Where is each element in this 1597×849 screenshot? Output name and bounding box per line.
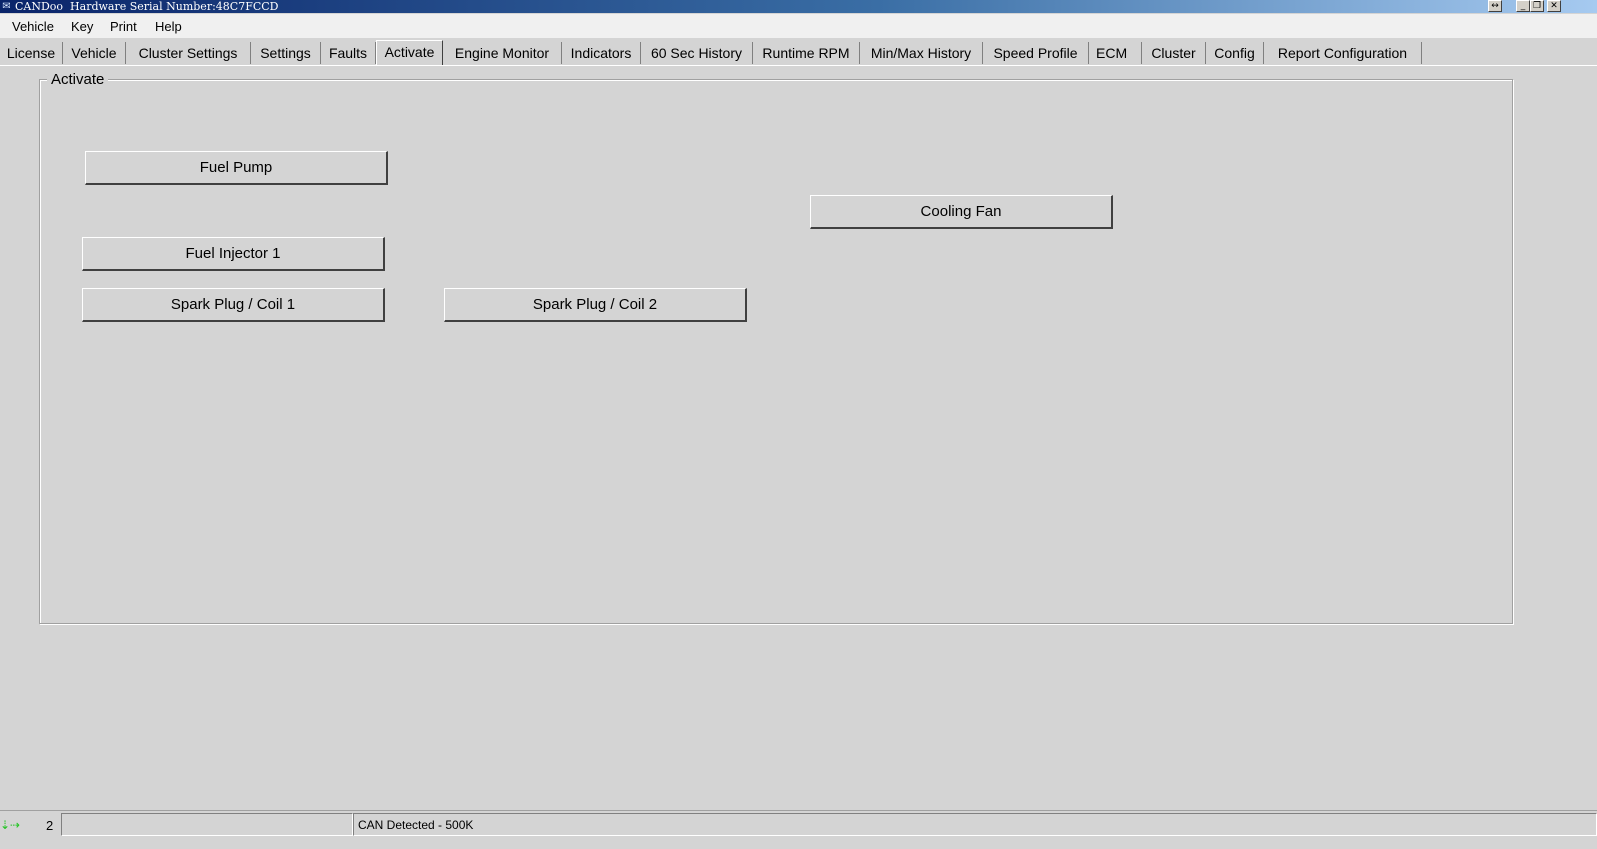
window-title: CANDoo Hardware Serial Number:48C7FCCD — [15, 0, 279, 13]
tab-indicators[interactable]: Indicators — [562, 42, 641, 64]
tab-bar: License Vehicle Cluster Settings Setting… — [0, 40, 1597, 66]
tab-min-max-history[interactable]: Min/Max History — [860, 42, 983, 64]
tab-runtime-rpm[interactable]: Runtime RPM — [753, 42, 860, 64]
tab-ecm[interactable]: ECM — [1089, 42, 1142, 64]
usb-connection-icon: ⇣⇢ — [0, 818, 21, 832]
fuel-injector-1-button[interactable]: Fuel Injector 1 — [82, 237, 385, 271]
tab-report-configuration[interactable]: Report Configuration — [1264, 42, 1422, 64]
fuel-pump-button[interactable]: Fuel Pump — [85, 151, 388, 185]
maximize-button[interactable]: ❐ — [1530, 0, 1544, 12]
tab-activate[interactable]: Activate — [376, 40, 443, 65]
cooling-fan-button[interactable]: Cooling Fan — [810, 195, 1113, 229]
resize-arrows-button[interactable]: ↔ — [1488, 0, 1502, 12]
tab-60-sec-history[interactable]: 60 Sec History — [641, 42, 753, 64]
tab-cluster[interactable]: Cluster — [1142, 42, 1206, 64]
title-bar[interactable]: ✉ CANDoo Hardware Serial Number:48C7FCCD… — [0, 0, 1597, 13]
spark-plug-coil-2-button[interactable]: Spark Plug / Coil 2 — [444, 288, 747, 322]
activate-groupbox — [39, 79, 1513, 624]
close-button[interactable]: ✕ — [1547, 0, 1561, 12]
menu-help[interactable]: Help — [155, 19, 182, 34]
tab-faults[interactable]: Faults — [321, 42, 376, 64]
minimize-button[interactable]: _ — [1516, 0, 1530, 12]
status-count: 2 — [46, 818, 54, 833]
spark-plug-coil-1-button[interactable]: Spark Plug / Coil 1 — [82, 288, 385, 322]
tab-cluster-settings[interactable]: Cluster Settings — [126, 42, 251, 64]
app-icon: ✉ — [2, 1, 11, 12]
menu-print[interactable]: Print — [110, 19, 137, 34]
tab-engine-monitor[interactable]: Engine Monitor — [443, 42, 562, 64]
tab-vehicle[interactable]: Vehicle — [63, 42, 126, 64]
can-status-text: CAN Detected - 500K — [358, 818, 474, 832]
activate-group-title: Activate — [47, 71, 109, 88]
status-panel-can — [353, 813, 1597, 836]
menu-key[interactable]: Key — [71, 19, 94, 34]
tab-settings[interactable]: Settings — [251, 42, 321, 64]
tab-speed-profile[interactable]: Speed Profile — [983, 42, 1089, 64]
tab-config[interactable]: Config — [1206, 42, 1264, 64]
status-bar: ⇣⇢ 2 CAN Detected - 500K — [0, 810, 1597, 849]
menu-bar: Vehicle Key Print Help — [0, 14, 1597, 38]
menu-vehicle[interactable]: Vehicle — [12, 19, 54, 34]
status-panel-empty — [61, 813, 353, 836]
tab-license[interactable]: License — [0, 42, 63, 64]
